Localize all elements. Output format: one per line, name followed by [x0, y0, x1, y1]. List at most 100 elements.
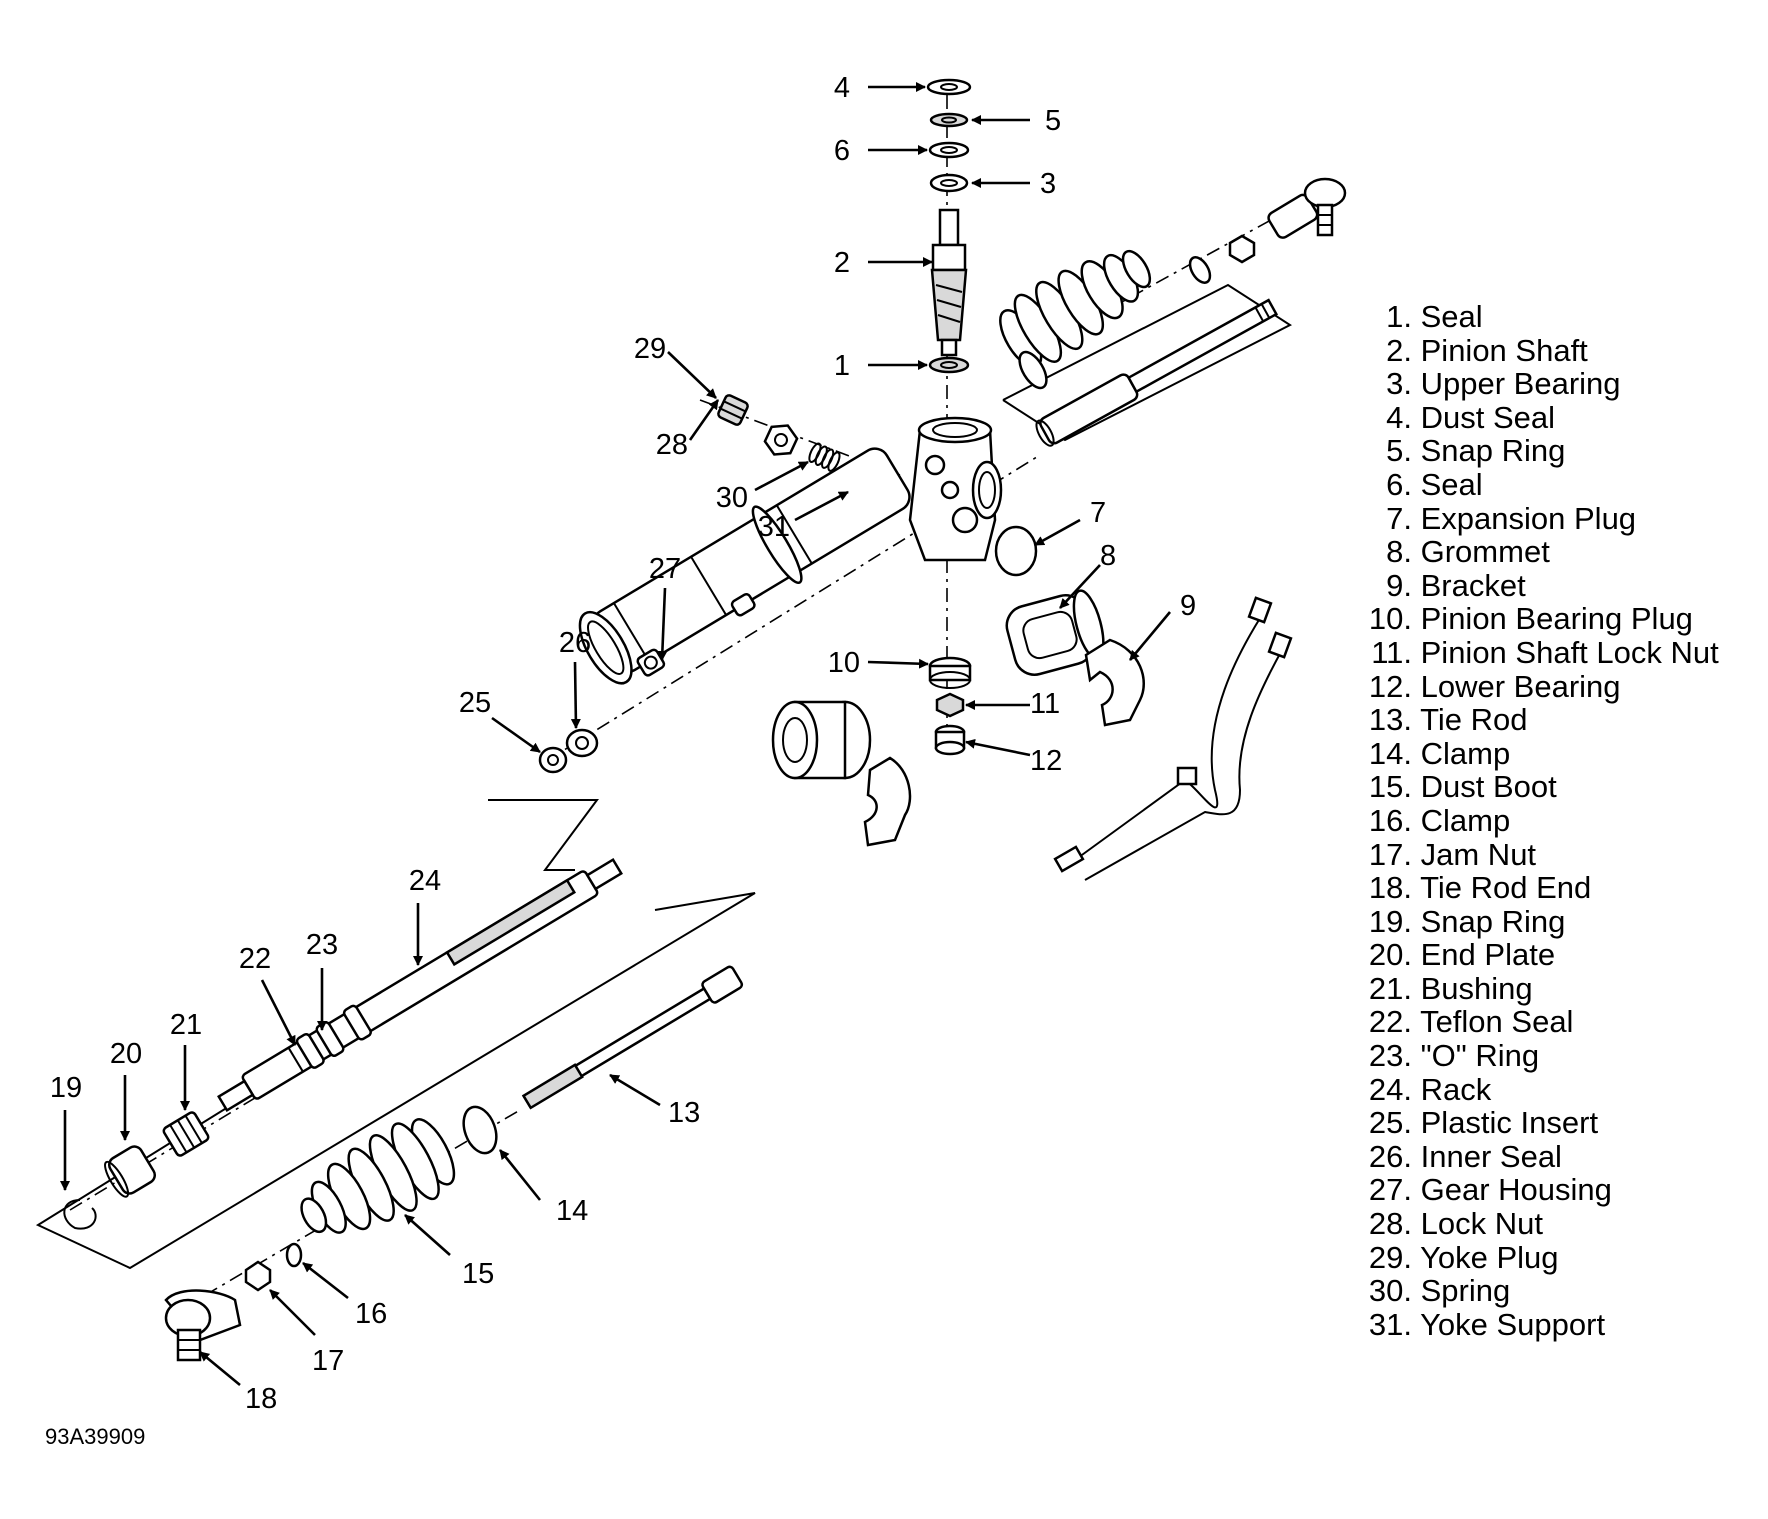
legend-item: 25. Plastic Insert	[1352, 1106, 1752, 1140]
legend-item: 7. Expansion Plug	[1352, 500, 1752, 536]
legend-item-name: Dust Boot	[1420, 769, 1557, 805]
legend-item-name: Lock Nut	[1420, 1206, 1543, 1242]
callout-28: 28	[656, 429, 688, 461]
legend-item-number: 30.	[1368, 1273, 1412, 1309]
expansion-plug-shape	[994, 525, 1038, 577]
callout-5: 5	[1045, 105, 1061, 137]
leader-arrows	[60, 82, 1171, 1387]
legend-item: 18. Tie Rod End	[1352, 871, 1752, 905]
legend-item-number: 21.	[1368, 970, 1412, 1006]
legend-item-name: Rack	[1420, 1071, 1492, 1107]
callout-20: 20	[110, 1038, 142, 1070]
legend-item-name: Jam Nut	[1420, 836, 1537, 872]
gear-housing	[578, 416, 1003, 685]
end-plate-shape	[104, 1145, 157, 1198]
plastic-insert-shape	[538, 746, 568, 774]
legend-item-number: 7.	[1386, 500, 1412, 536]
lock-nut-shape	[763, 424, 799, 456]
upper-bearing-ring	[929, 173, 969, 193]
legend-item-number: 1.	[1386, 299, 1412, 334]
legend-item: 19. Snap Ring	[1352, 903, 1752, 939]
legend-item-name: Spring	[1420, 1273, 1511, 1309]
left-tie-rod-assembly	[164, 965, 744, 1362]
callout-27: 27	[649, 553, 681, 585]
seal-ring-lower	[928, 356, 970, 374]
legend-item-number: 18.	[1368, 870, 1412, 906]
tie-rod-end-shape	[164, 1289, 242, 1362]
snap-ring-shape	[929, 112, 969, 128]
legend-item: 1. Seal	[1352, 300, 1752, 334]
legend-item-name: Clamp	[1420, 802, 1511, 838]
bushing-shape	[162, 1111, 210, 1157]
callout-16: 16	[355, 1298, 387, 1330]
callout-8: 8	[1100, 540, 1116, 572]
pinion-shaft-body	[938, 208, 960, 247]
legend-item-number: 19.	[1368, 903, 1412, 939]
pinion-shaft-stack	[926, 78, 972, 374]
callout-11: 11	[1030, 688, 1060, 720]
hydraulic-lines	[1053, 596, 1293, 881]
legend-item: 23. "O" Ring	[1352, 1039, 1752, 1073]
legend-item-number: 17.	[1368, 836, 1412, 872]
legend-item-number: 25.	[1368, 1105, 1412, 1141]
figure-code: 93A39909	[45, 1424, 146, 1449]
legend-item-name: Lower Bearing	[1420, 668, 1621, 704]
callout-31: 31	[758, 511, 790, 543]
rack-end-parts	[63, 1111, 210, 1230]
legend-item-number: 24.	[1368, 1071, 1412, 1107]
callout-15: 15	[462, 1258, 494, 1290]
grommet-left	[771, 700, 872, 780]
legend-item-name: Snap Ring	[1420, 903, 1566, 939]
mounting-hardware	[771, 525, 1145, 847]
legend-item-name: Yoke Support	[1420, 1306, 1606, 1342]
legend-item: 13. Tie Rod	[1352, 703, 1752, 737]
legend-item-number: 16.	[1368, 802, 1412, 838]
legend-item-name: "O" Ring	[1420, 1038, 1540, 1074]
legend-item-name: Bushing	[1420, 970, 1533, 1006]
legend-item: 31. Yoke Support	[1352, 1308, 1752, 1342]
legend-item: 24. Rack	[1352, 1071, 1752, 1107]
legend-item-number: 10.	[1368, 601, 1412, 637]
callout-4: 4	[834, 72, 850, 104]
legend-item-name: Seal	[1420, 466, 1483, 502]
callout-25: 25	[459, 687, 491, 719]
legend-item-name: Teflon Seal	[1420, 1004, 1574, 1040]
callout-24: 24	[409, 865, 441, 897]
callout-18: 18	[245, 1383, 277, 1415]
legend-item-name: Plastic Insert	[1420, 1105, 1599, 1141]
callout-23: 23	[306, 929, 338, 961]
legend-item-name: Tie Rod	[1420, 702, 1528, 738]
legend-item-number: 11.	[1371, 634, 1412, 670]
legend-item: 15. Dust Boot	[1352, 770, 1752, 804]
legend-item: 28. Lock Nut	[1352, 1207, 1752, 1241]
legend-item-number: 9.	[1386, 567, 1412, 603]
legend-item-name: Expansion Plug	[1420, 500, 1637, 536]
legend-item-number: 27.	[1368, 1172, 1412, 1208]
legend-item-name: Seal	[1420, 299, 1483, 334]
legend-item: 6. Seal	[1352, 468, 1752, 502]
legend-item-number: 14.	[1368, 735, 1412, 771]
callout-1: 1	[834, 350, 850, 382]
callout-22: 22	[239, 943, 271, 975]
legend-item-number: 4.	[1386, 399, 1412, 435]
lower-pinion-parts	[928, 656, 972, 756]
legend-item-name: Upper Bearing	[1420, 366, 1621, 402]
bracket-left	[863, 756, 912, 847]
callout-19: 19	[50, 1072, 82, 1104]
spring-shape	[808, 442, 841, 472]
legend-item-number: 6.	[1386, 466, 1412, 502]
legend-item: 5. Snap Ring	[1352, 434, 1752, 468]
legend-item-number: 5.	[1386, 433, 1412, 469]
legend-item-number: 29.	[1368, 1239, 1412, 1275]
legend-item-name: Pinion Bearing Plug	[1420, 601, 1693, 637]
callout-10: 10	[828, 647, 860, 679]
legend-item: 21. Bushing	[1352, 972, 1752, 1006]
legend-item-name: Pinion Shaft	[1420, 332, 1588, 368]
rack	[217, 857, 623, 1113]
callout-2: 2	[834, 247, 850, 279]
legend-item: 9. Bracket	[1352, 567, 1752, 603]
legend-item: 11. Pinion Shaft Lock Nut	[1352, 636, 1752, 670]
callout-7: 7	[1090, 497, 1106, 529]
